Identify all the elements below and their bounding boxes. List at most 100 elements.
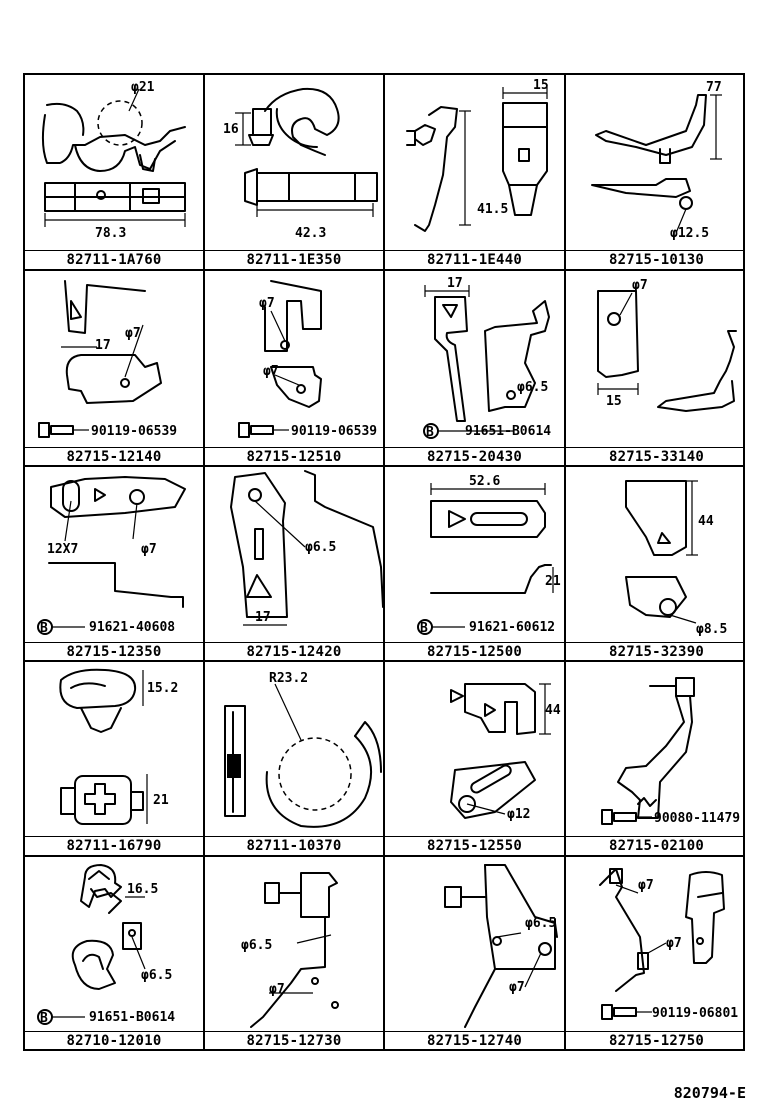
part-cell: φ7 φ7 90119-06801 bbox=[566, 857, 747, 1031]
part-number: 82715-12140 bbox=[66, 449, 162, 465]
label-separator bbox=[25, 250, 743, 251]
part-cell: 17 φ7 90119-06539 bbox=[25, 271, 203, 447]
clip-drawing: B 16.5 φ6.5 91651-B0614 bbox=[37, 864, 175, 1026]
row-divider bbox=[25, 660, 743, 662]
dimension-label: φ7 bbox=[666, 936, 682, 951]
bracket-drawing: φ7 φ7 90119-06539 bbox=[238, 280, 377, 439]
bracket-drawing: φ6.5 φ7 bbox=[444, 864, 558, 1028]
dimension-label: 44 bbox=[545, 703, 561, 718]
fastener-part-number: 91621-40608 bbox=[89, 620, 175, 635]
dimension-label: φ6.5 bbox=[141, 968, 172, 983]
bracket-drawing: 90080-11479 bbox=[601, 677, 740, 826]
part-cell: 15.2 21 bbox=[25, 662, 203, 836]
label-separator bbox=[25, 447, 743, 448]
part-number: 82711-1A760 bbox=[66, 252, 162, 268]
fastener-part-number: 91651-B0614 bbox=[89, 1010, 175, 1025]
row-divider bbox=[25, 269, 743, 271]
b-marker: B bbox=[420, 621, 428, 636]
dimension-label: 15 bbox=[606, 394, 622, 409]
dimension-label: φ7 bbox=[269, 982, 285, 997]
clamp-drawing: φ21 78.3 bbox=[41, 80, 186, 241]
part-cell: B 52.6 21 91621-60612 bbox=[385, 467, 564, 642]
dimension-label: 52.6 bbox=[469, 474, 500, 489]
dimension-label: φ7 bbox=[632, 278, 648, 293]
row-divider bbox=[25, 465, 743, 467]
dimension-label: φ7 bbox=[141, 542, 157, 557]
b-marker: B bbox=[40, 621, 48, 636]
part-number: 82715-12510 bbox=[246, 449, 342, 465]
label-separator bbox=[25, 836, 743, 837]
clip-drawing: 15.2 21 bbox=[59, 668, 178, 825]
bracket-drawing: 15 41.5 bbox=[406, 78, 549, 232]
part-cell: φ6.5 17 bbox=[205, 467, 383, 642]
part-number: 82715-32390 bbox=[609, 644, 704, 660]
bracket-drawing: 17 φ7 90119-06539 bbox=[38, 280, 177, 439]
fastener-part-number: 90080-11479 bbox=[654, 811, 740, 826]
part-cell: 90080-11479 bbox=[566, 662, 747, 836]
part-number: 82715-12740 bbox=[427, 1033, 522, 1049]
label-separator bbox=[25, 642, 743, 643]
dimension-label: 17 bbox=[255, 610, 271, 625]
dimension-label: 77 bbox=[706, 80, 722, 95]
part-number: 82710-12010 bbox=[66, 1033, 162, 1049]
bracket-drawing: 44 φ8.5 bbox=[625, 480, 727, 637]
part-cell: φ6.5 φ7 bbox=[385, 857, 564, 1031]
part-number: 82715-12420 bbox=[246, 644, 342, 660]
dimension-label: 16.5 bbox=[127, 882, 158, 897]
fastener-part-number: 90119-06539 bbox=[91, 424, 177, 439]
fastener-part-number: 91651-B0614 bbox=[465, 424, 551, 439]
dimension-label: φ6.5 bbox=[525, 916, 556, 931]
part-number: 82715-12730 bbox=[246, 1033, 342, 1049]
part-cell: R23.2 bbox=[205, 662, 383, 836]
dimension-label: φ12.5 bbox=[670, 226, 709, 241]
dimension-label: R23.2 bbox=[269, 671, 308, 686]
part-cell: φ7 φ7 90119-06539 bbox=[205, 271, 383, 447]
dimension-label: φ6.5 bbox=[517, 380, 548, 395]
part-cell: 44 φ12 bbox=[385, 662, 564, 836]
dimension-label: 15.2 bbox=[147, 681, 178, 696]
dimension-label: 12X7 bbox=[47, 542, 78, 557]
part-number: 82711-1E440 bbox=[427, 252, 522, 268]
dimension-label: φ6.5 bbox=[305, 540, 336, 555]
fastener-part-number: 90119-06801 bbox=[652, 1006, 738, 1021]
dimension-label: 78.3 bbox=[95, 226, 126, 241]
bracket-drawing: 77 φ12.5 bbox=[591, 80, 722, 241]
dimension-label: 21 bbox=[545, 574, 561, 589]
dimension-label: 16 bbox=[223, 122, 239, 137]
parts-grid: φ21 78.3 82711-1A760 16 42.3 82711-1E350 bbox=[23, 73, 745, 1051]
clamp-drawing: R23.2 bbox=[224, 671, 382, 828]
dimension-label: 17 bbox=[447, 276, 463, 291]
reference-code: 820794-E bbox=[673, 1084, 746, 1102]
part-cell: 44 φ8.5 bbox=[566, 467, 747, 642]
part-number: 82711-10370 bbox=[246, 838, 342, 854]
dimension-label: 15 bbox=[533, 78, 549, 93]
dimension-label: φ12 bbox=[507, 807, 530, 822]
fastener-part-number: 91621-60612 bbox=[469, 620, 555, 635]
part-number: 82711-16790 bbox=[66, 838, 162, 854]
part-cell: 16 42.3 bbox=[205, 75, 383, 250]
part-cell: φ21 78.3 bbox=[25, 75, 203, 250]
label-separator bbox=[25, 1031, 743, 1032]
dimension-label: φ21 bbox=[131, 80, 155, 95]
part-number: 82715-02100 bbox=[609, 838, 704, 854]
part-cell: 15 41.5 bbox=[385, 75, 564, 250]
bracket-drawing: B 52.6 21 91621-60612 bbox=[417, 474, 561, 636]
bracket-drawing: φ7 φ7 90119-06801 bbox=[599, 868, 738, 1021]
dimension-label: 42.3 bbox=[295, 226, 326, 241]
part-number: 82711-1E350 bbox=[246, 252, 342, 268]
fastener-part-number: 90119-06539 bbox=[291, 424, 377, 439]
dimension-label: φ7 bbox=[509, 980, 525, 995]
dimension-label: 44 bbox=[698, 514, 714, 529]
part-cell: 77 φ12.5 bbox=[566, 75, 747, 250]
clip-drawing: 16 42.3 bbox=[223, 87, 378, 241]
part-number: 82715-12750 bbox=[609, 1033, 704, 1049]
part-cell: B 16.5 φ6.5 91651-B0614 bbox=[25, 857, 203, 1031]
dimension-label: 41.5 bbox=[477, 202, 508, 217]
row-divider bbox=[25, 855, 743, 857]
bracket-drawing: B 17 φ6.5 91651-B0614 bbox=[423, 276, 551, 440]
part-cell: φ7 15 bbox=[566, 271, 747, 447]
part-cell: φ6.5 φ7 bbox=[205, 857, 383, 1031]
part-cell: B 17 φ6.5 91651-B0614 bbox=[385, 271, 564, 447]
dimension-label: 17 bbox=[95, 338, 111, 353]
b-marker: B bbox=[40, 1011, 48, 1026]
